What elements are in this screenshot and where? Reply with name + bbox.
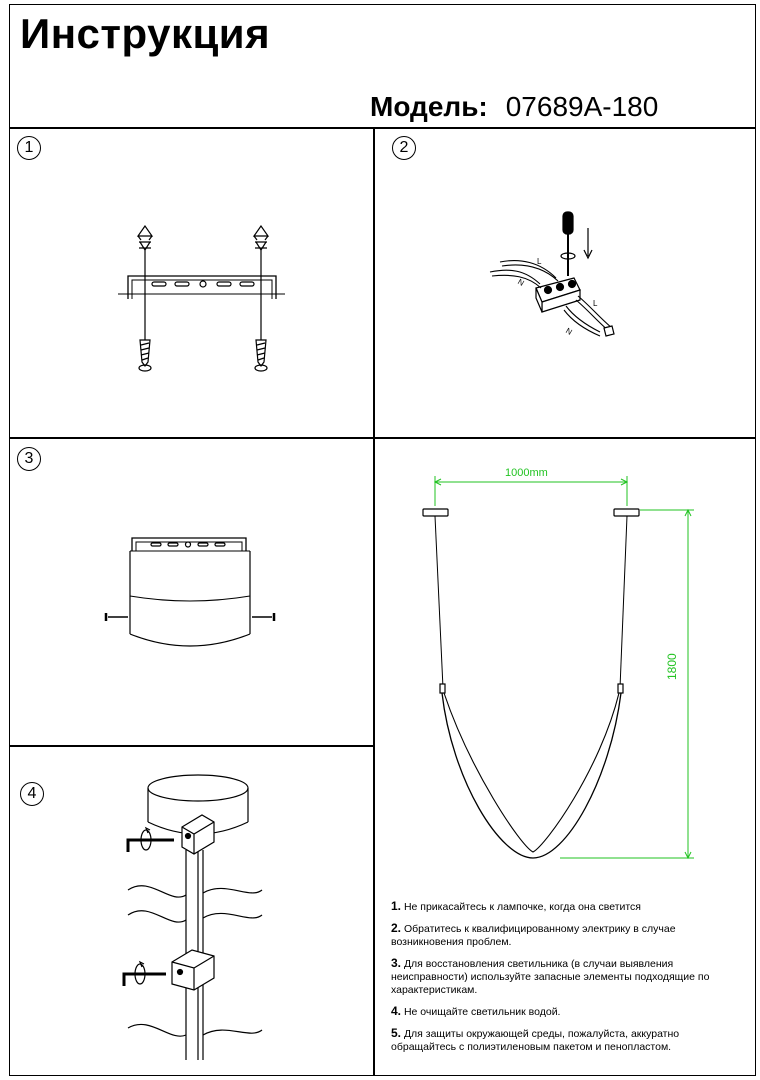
note-item: 1. Не прикасайтесь к лампочке, когда она… bbox=[391, 900, 741, 914]
divider-row2-left bbox=[9, 745, 374, 747]
note-number: 4. bbox=[391, 1004, 402, 1018]
model-label: Модель: bbox=[370, 91, 488, 122]
step-3-number: 3 bbox=[17, 447, 41, 471]
screwdriver-icon bbox=[560, 211, 576, 276]
step-4-number: 4 bbox=[20, 782, 44, 806]
dimension-diagram bbox=[422, 476, 694, 860]
screw-left-icon bbox=[104, 613, 128, 621]
terminal-block-icon bbox=[535, 277, 581, 313]
divider-row1 bbox=[9, 437, 756, 439]
step-2-wiring-illustration bbox=[489, 211, 615, 337]
wire-label-live-out: L bbox=[593, 299, 598, 308]
step-2-number: 2 bbox=[392, 136, 416, 160]
note-text: Обратитесь к квалифицированному электрик… bbox=[391, 923, 676, 948]
note-item: 5. Для защиты окружающей среды, пожалуйс… bbox=[391, 1027, 741, 1054]
note-number: 3. bbox=[391, 956, 402, 970]
divider-vertical bbox=[373, 127, 375, 1076]
note-number: 1. bbox=[391, 899, 402, 913]
divider-header bbox=[9, 127, 756, 129]
width-dimension-label: 1000mm bbox=[505, 467, 548, 479]
step-3-canopy-illustration bbox=[104, 537, 276, 647]
note-item: 3. Для восстановления светильника (в слу… bbox=[391, 957, 741, 997]
page-frame bbox=[9, 4, 756, 1076]
height-dimension-label: 1800 bbox=[665, 653, 679, 680]
wall-anchor-left-icon bbox=[136, 224, 154, 372]
note-text: Для защиты окружающей среды, пожалуйста,… bbox=[391, 1028, 680, 1053]
note-item: 2. Обратитесь к квалифицированному элект… bbox=[391, 922, 741, 949]
hex-key-upper-icon bbox=[126, 826, 174, 852]
model-value: 07689A-180 bbox=[505, 91, 659, 122]
hex-key-lower-icon bbox=[122, 960, 166, 986]
note-text: Для восстановления светильника (в случаи… bbox=[391, 958, 710, 996]
note-text: Не очищайте светильник водой. bbox=[403, 1006, 561, 1018]
page-title: Инструкция bbox=[20, 10, 271, 57]
model-line: Модель: 07689A-180 bbox=[370, 91, 658, 123]
note-number: 5. bbox=[391, 1026, 402, 1040]
screw-right-icon bbox=[252, 613, 276, 621]
wire-label-live-in: L bbox=[537, 257, 542, 266]
note-item: 4. Не очищайте светильник водой. bbox=[391, 1005, 741, 1019]
step-1-mounting-illustration bbox=[118, 224, 285, 372]
wall-anchor-right-icon bbox=[252, 224, 270, 372]
note-number: 2. bbox=[391, 921, 402, 935]
step-1-number: 1 bbox=[17, 136, 41, 160]
safety-notes: 1. Не прикасайтесь к лампочке, когда она… bbox=[391, 900, 741, 1062]
step-4-adjustment-illustration bbox=[122, 774, 263, 1060]
note-text: Не прикасайтесь к лампочке, когда она св… bbox=[403, 901, 641, 913]
